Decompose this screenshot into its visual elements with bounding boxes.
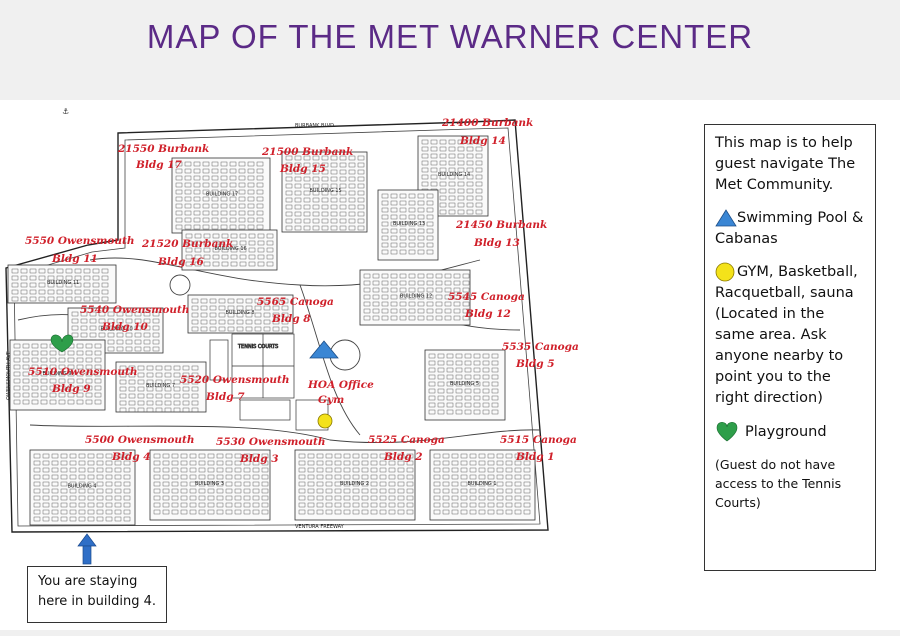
playground-icon [716, 421, 738, 442]
building-block: BUILDING 11 [7, 264, 117, 304]
building-block: BUILDING 4 [29, 449, 136, 526]
building-number-label: Bldg 16 [157, 256, 205, 268]
legend-intro: This map is to help guest navigate The M… [715, 135, 856, 193]
building-number-label: Bldg 4 [111, 451, 151, 463]
building-address-label: 5510 Owensmouth [28, 366, 138, 378]
building-address-label: 21550 Burbank [117, 143, 209, 155]
building-plan-label: BUILDING 17 [206, 192, 238, 198]
building-number-label: Bldg 1 [515, 451, 555, 463]
legend-tennis-note: (Guest do not have access to the Tennis … [715, 457, 842, 510]
you-are-here-arrow-icon[interactable] [77, 533, 97, 565]
building-block: BUILDING 2 [294, 449, 416, 521]
inner-boundary [13, 127, 541, 527]
building-plan-label: BUILDING 15 [310, 188, 342, 194]
building-plan-label: BUILDING 4 [68, 484, 97, 490]
building-number-label: Bldg 11 [51, 253, 98, 265]
building-address-label: 21500 Burbank [261, 146, 353, 158]
map-legend: This map is to help guest navigate The M… [704, 124, 876, 571]
tennis-courts: TENNIS COURTS [209, 333, 329, 431]
swimming-pool-icon[interactable] [309, 340, 339, 359]
building-plan-label: BUILDING 11 [47, 280, 79, 286]
building-block: BUILDING 16 [181, 229, 278, 271]
building-plan-label: BUILDING 13 [393, 221, 425, 227]
building-address-label: 5515 Canoga [500, 434, 577, 446]
building-number-label: Bldg 8 [271, 313, 311, 325]
site-boundary [5, 119, 549, 533]
tennis-label: TENNIS COURTS [237, 344, 278, 350]
building-address-label: 5550 Owensmouth [25, 235, 135, 247]
building-number-label: Bldg 7 [205, 391, 245, 403]
building-plan-label: BUILDING 14 [438, 172, 470, 178]
building-plan-label: BUILDING 5 [450, 381, 479, 387]
building-number-label: Bldg 10 [101, 321, 149, 333]
building-address-label: 5520 Owensmouth [180, 374, 290, 386]
building-block: BUILDING 13 [377, 189, 439, 261]
legend-playground-row: Playground [715, 421, 867, 443]
building-address-label: 5545 Canoga [448, 291, 525, 303]
building-number-label: Bldg 9 [51, 383, 91, 395]
you-are-here-note: You are staying here in building 4. [27, 566, 167, 623]
building-plan-label: BUILDING 12 [400, 294, 432, 300]
building-address-label: 21450 Burbank [455, 219, 547, 231]
building-number-label: Bldg 2 [383, 451, 423, 463]
building-number-label: Bldg 3 [239, 453, 279, 465]
building-block: BUILDING 1 [429, 449, 536, 521]
playground-icon[interactable] [50, 334, 74, 353]
building-number-label: Bldg 5 [515, 358, 555, 370]
building-address-label: 5540 Owensmouth [80, 304, 190, 316]
building-address-label: 5565 Canoga [257, 296, 334, 308]
building-number-label: Bldg 17 [135, 159, 183, 171]
building-plan-label: BUILDING 7 [146, 383, 175, 389]
gym-label: Gym [318, 394, 344, 406]
street-owensmouth: OWENSMOUTH AVE [6, 351, 12, 400]
building-block: BUILDING 15 [281, 151, 368, 233]
legend-gym-row: GYM, Basketball, Racquetball, sauna (Loc… [715, 262, 867, 409]
building-plan-label: BUILDING 1 [468, 481, 497, 487]
building-plan-label: BUILDING 16 [215, 246, 247, 252]
building-address-label: 5500 Owensmouth [85, 434, 195, 446]
swimming-pool-icon [715, 209, 737, 227]
building-plan-label: BUILDING 10 [101, 327, 133, 333]
building-plan-label: BUILDING 8 [226, 310, 255, 316]
gym-icon [715, 262, 735, 282]
building-block: BUILDING 7 [115, 361, 207, 413]
building-address-label: 5525 Canoga [368, 434, 445, 446]
legend-pool-text: Swimming Pool & Cabanas [715, 210, 864, 247]
building-number-label: Bldg 15 [279, 163, 326, 175]
building-block: BUILDING 12 [359, 269, 471, 326]
legend-pool-row: Swimming Pool & Cabanas [715, 208, 867, 250]
page-title: MAP OF THE MET WARNER CENTER [146, 18, 754, 55]
building-number-label: Bldg 12 [464, 308, 511, 320]
street-ventura: VENTURA FREEWAY [295, 524, 345, 530]
gym-icon[interactable] [317, 413, 333, 429]
building-number-label: Bldg 14 [459, 135, 506, 147]
building-block: BUILDING 9 [9, 339, 106, 411]
street-burbank: BURBANK BLVD. [295, 123, 336, 129]
building-address-label: 5530 Owensmouth [216, 436, 326, 448]
building-address-label: 21520 Burbank [141, 238, 233, 250]
anchor-icon: ⚓ [62, 107, 69, 116]
building-plan-label: BUILDING 9 [43, 371, 72, 377]
building-number-label: Bldg 13 [473, 237, 520, 249]
building-blocks: BUILDING 17 BUILDING 15 BUILDING 14 BUILDIN… [7, 135, 536, 526]
building-address-label: 5535 Canoga [502, 341, 579, 353]
building-block: BUILDING 17 [171, 157, 271, 234]
building-block: BUILDING 8 [187, 294, 294, 334]
legend-gym-text: GYM, Basketball, Racquetball, sauna (Loc… [715, 264, 858, 406]
building-plan-label: BUILDING 2 [340, 481, 369, 487]
building-block: BUILDING 5 [424, 349, 506, 421]
building-address-label: 21400 Burbank [441, 117, 533, 129]
legend-playground-text: Playground [745, 424, 827, 440]
building-block: BUILDING 3 [149, 449, 271, 521]
building-plan-label: BUILDING 3 [195, 481, 224, 487]
hoa-office-label: HOA Office [307, 379, 374, 391]
